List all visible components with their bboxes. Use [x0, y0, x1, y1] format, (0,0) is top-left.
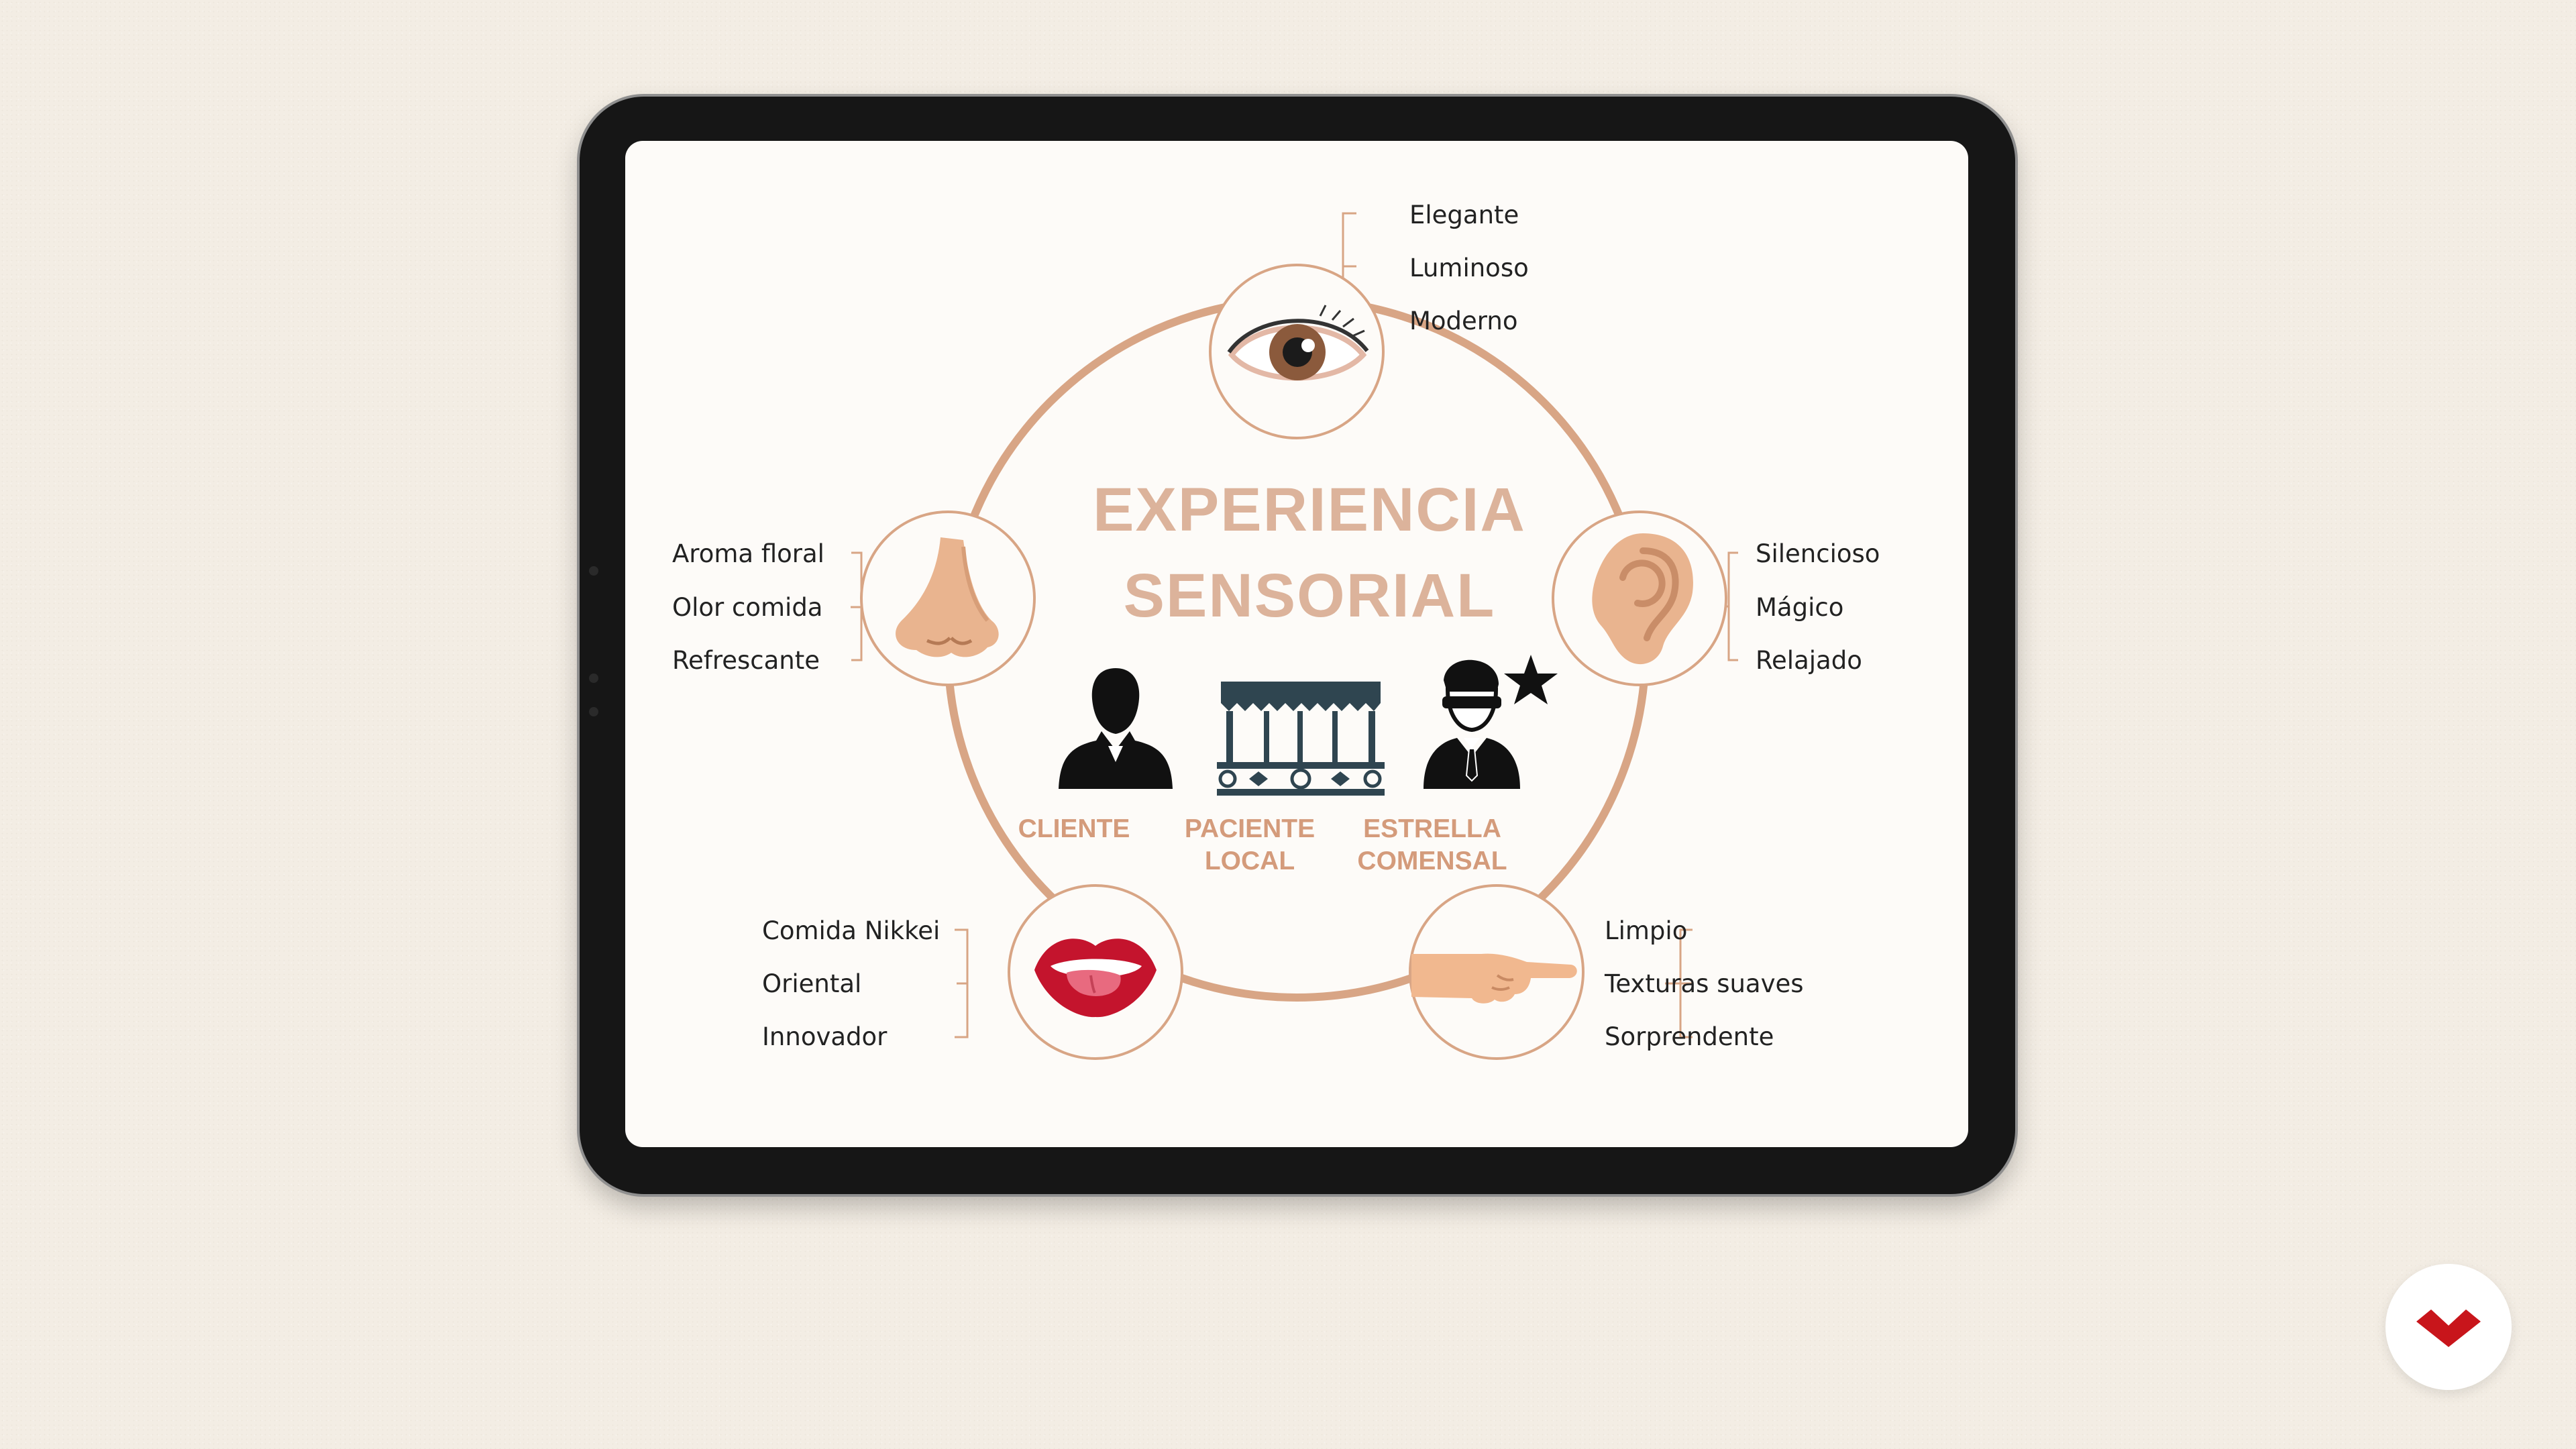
pointing-hand-icon	[1411, 953, 1577, 1004]
touch-word-2: Texturas suaves	[1605, 969, 1804, 998]
hearing-word-3: Relajado	[1756, 646, 1862, 675]
taste-word-2: Oriental	[762, 969, 862, 998]
role-label-star-line1: ESTRELLA	[1363, 814, 1501, 843]
role-label-star-line2: COMENSAL	[1357, 847, 1507, 875]
hearing-word-2: Mágico	[1756, 593, 1844, 622]
tablet-button	[589, 674, 598, 683]
touch-word-1: Limpio	[1605, 916, 1688, 945]
tablet-frame: EXPERIENCIA SENSORIAL	[580, 97, 2015, 1194]
hearing-word-1: Silencioso	[1756, 539, 1880, 568]
smell-word-1: Aroma floral	[672, 539, 824, 568]
role-label-local-line2: LOCAL	[1204, 847, 1295, 875]
slide-screen: EXPERIENCIA SENSORIAL	[625, 141, 1968, 1147]
tablet-button	[589, 566, 598, 576]
smell-word-2: Olor comida	[672, 593, 823, 622]
touch-word-3: Sorprendente	[1605, 1022, 1774, 1051]
role-label-client: CLIENTE	[1018, 814, 1130, 843]
role-label-local-line1: PACIENTE	[1184, 814, 1316, 843]
smell-word-3: Refrescante	[672, 646, 820, 675]
person-silhouette-icon	[1059, 668, 1173, 789]
tablet-button	[589, 707, 598, 716]
restaurant-storefront-icon	[1217, 682, 1385, 796]
star-diner-icon	[1424, 655, 1558, 789]
eye-icon	[1227, 305, 1369, 381]
taste-word-1: Comida Nikkei	[762, 916, 941, 945]
nose-icon	[896, 537, 999, 657]
sight-word-1: Elegante	[1409, 201, 1519, 229]
taste-word-3: Innovador	[762, 1022, 888, 1051]
ear-icon	[1592, 533, 1693, 665]
sense-touch	[1409, 884, 1585, 1060]
sense-sight	[1209, 264, 1385, 439]
sense-smell	[860, 511, 1036, 686]
title-line-1: EXPERIENCIA	[1093, 476, 1526, 544]
sense-taste	[1008, 884, 1183, 1060]
sight-word-3: Moderno	[1409, 307, 1518, 335]
mouth-icon	[1034, 938, 1157, 1018]
sense-hearing	[1552, 511, 1727, 686]
sight-word-2: Luminoso	[1409, 254, 1529, 282]
brand-logo-icon	[2416, 1309, 2481, 1347]
title-line-2: SENSORIAL	[1123, 561, 1496, 630]
brand-logo[interactable]	[2385, 1264, 2512, 1390]
